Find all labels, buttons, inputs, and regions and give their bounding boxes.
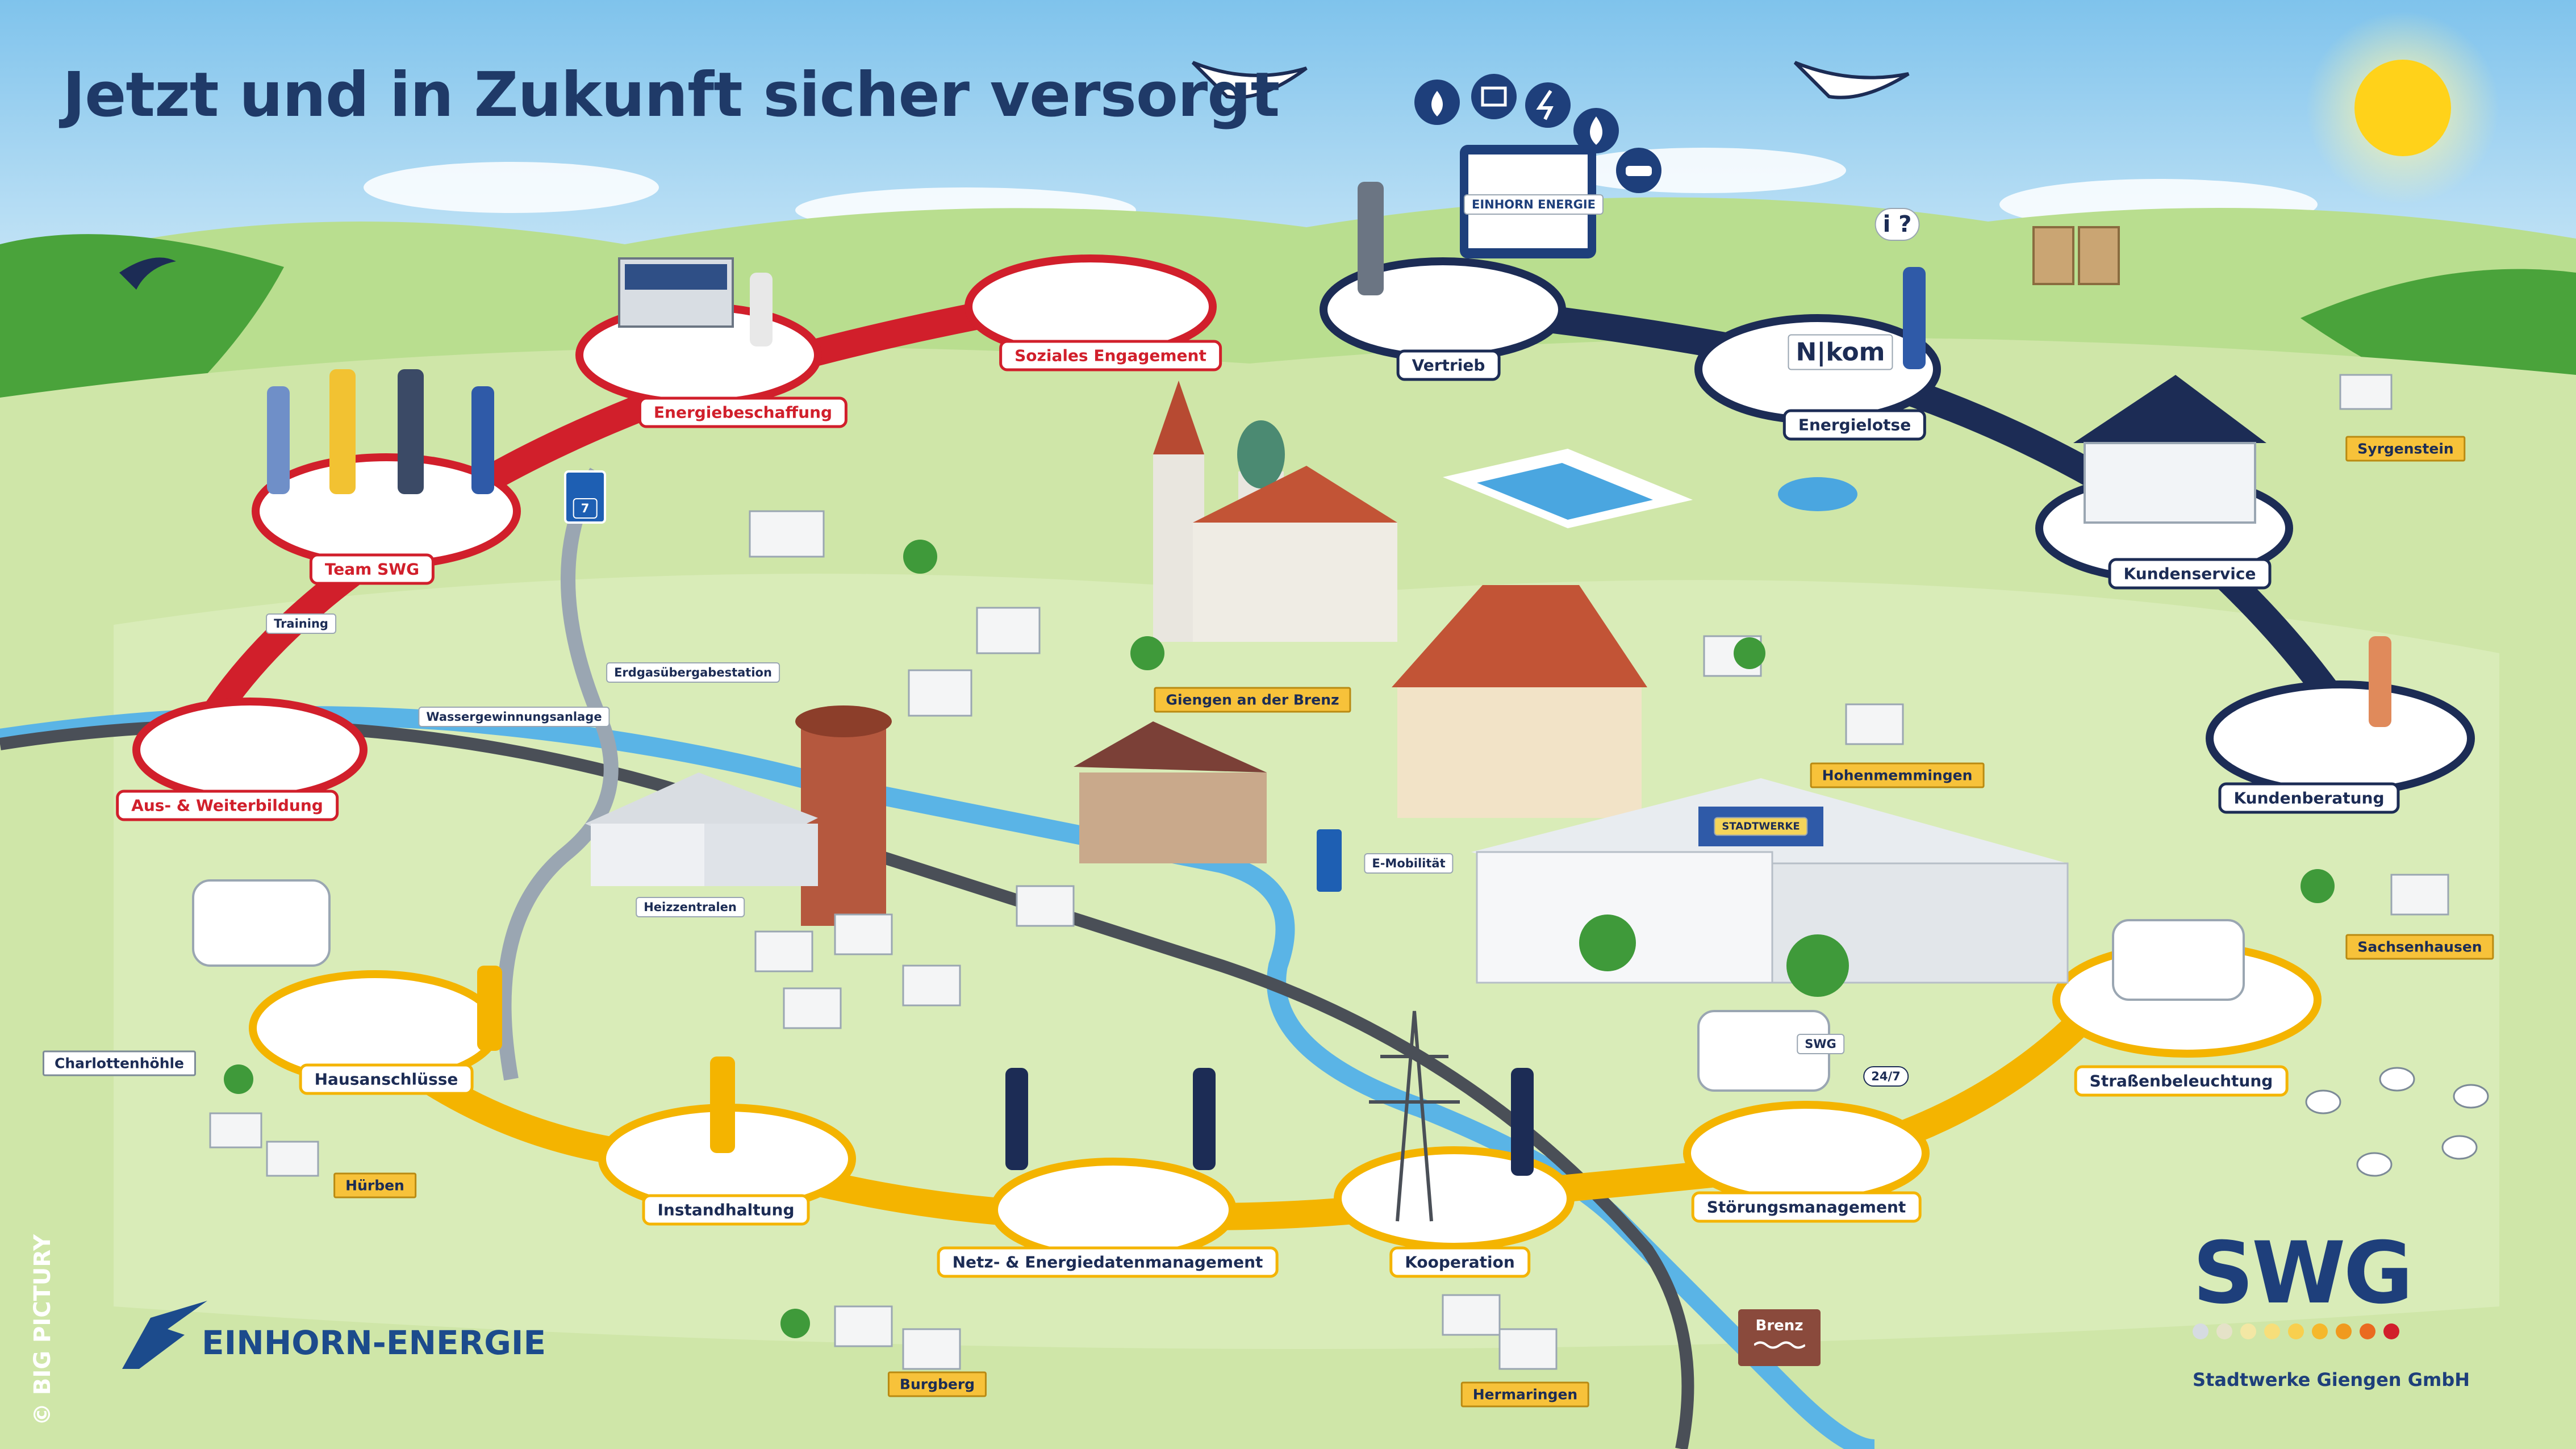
- place-syrgenstein: Syrgenstein: [2345, 436, 2466, 462]
- place-hermaringen: Hermaringen: [1460, 1381, 1590, 1408]
- wave-icon: [1753, 1341, 1805, 1349]
- swimming-pool: [1443, 449, 1857, 528]
- station-aus-weiterbildung[interactable]: Aus- & Weiterbildung: [116, 790, 339, 821]
- swg-logo: SWG: [2193, 1224, 2414, 1323]
- label-training: Training: [266, 613, 336, 634]
- brenz-river-sign: Brenz: [1738, 1309, 1821, 1366]
- road-main: [0, 719, 1694, 1449]
- house-kundenservice: [2073, 375, 2266, 524]
- station-soziales-engagement[interactable]: Soziales Engagement: [999, 340, 1222, 371]
- label-wassergewinnungsanlage: Wassergewinnungsanlage: [418, 707, 610, 727]
- station-energiebeschaffung[interactable]: Energiebeschaffung: [638, 396, 848, 428]
- train-station: [1074, 721, 1267, 863]
- road-autobahn: [496, 467, 619, 1081]
- einhorn-brand: EINHORN-ENERGIE: [202, 1323, 546, 1362]
- hotline-badge: 24/7: [1863, 1066, 1909, 1087]
- station-instandhaltung[interactable]: Instandhaltung: [642, 1194, 810, 1226]
- station-kundenberatung[interactable]: Kundenberatung: [2218, 782, 2400, 814]
- church-giengen: [1153, 381, 1397, 642]
- swallow-icon: [119, 257, 176, 290]
- place-charlottenhoehle: Charlottenhöhle: [42, 1050, 197, 1076]
- stadtwerke-sign: STADTWERKE: [1714, 817, 1808, 836]
- power-pylon: [1369, 1010, 1460, 1222]
- stork-icons: [1191, 61, 1910, 99]
- station-kundenservice[interactable]: Kundenservice: [2108, 558, 2272, 590]
- einhorn-logo-icon: [122, 1301, 207, 1369]
- label-e-mobilitaet: E-Mobilität: [1364, 853, 1454, 874]
- info-icons: i ?: [1874, 208, 1920, 241]
- station-team-swg[interactable]: Team SWG: [309, 553, 435, 585]
- sheep: [2305, 1067, 2489, 1177]
- label-erdgasuebergabestation: Erdgasübergabestation: [606, 662, 780, 683]
- page-title: Jetzt und in Zukunft sicher versorgt: [62, 60, 1280, 131]
- station-kooperation[interactable]: Kooperation: [1389, 1246, 1530, 1278]
- trees: [224, 540, 2335, 1338]
- station-energielotse[interactable]: Energielotse: [1782, 409, 1927, 441]
- ev-charger: [1317, 829, 1342, 892]
- town-hall: [1392, 585, 1647, 818]
- houses: [209, 374, 2449, 1370]
- people: [267, 182, 2391, 1176]
- swg-office: [1471, 778, 2069, 984]
- heizzentrale-building: [585, 772, 818, 886]
- swg-logo-dots: [2193, 1323, 2399, 1339]
- lightning-icon: [1525, 82, 1571, 128]
- swg-vans: [192, 879, 2245, 1092]
- autobahn-number: 7: [573, 498, 598, 519]
- station-stoerungsmanagement[interactable]: Störungsmanagement: [1691, 1191, 1922, 1223]
- swg-company-name: Stadtwerke Giengen GmbH: [2193, 1369, 2470, 1390]
- station-netz-energiedatenmanagement[interactable]: Netz- & Energiedatenmanagement: [937, 1246, 1279, 1278]
- place-burgberg: Burgberg: [887, 1371, 987, 1397]
- station-hausanschluesse[interactable]: Hausanschlüsse: [299, 1063, 474, 1095]
- van-brand-label: SWG: [1797, 1034, 1844, 1054]
- vertrieb-screen-brand: EINHORN ENERGIE: [1463, 194, 1604, 215]
- place-huerben: Hürben: [333, 1172, 416, 1199]
- station-strassenbeleuchtung[interactable]: Straßenbeleuchtung: [2074, 1065, 2289, 1097]
- place-hohenmemmingen: Hohenmemmingen: [1810, 762, 1985, 788]
- label-heizzentralen: Heizzentralen: [636, 897, 745, 917]
- place-sachsenhausen: Sachsenhausen: [2345, 934, 2494, 960]
- radiator-icon: [1471, 74, 1517, 119]
- place-giengen: Giengen an der Brenz: [1154, 687, 1351, 713]
- trading-desk: [618, 257, 734, 328]
- service-icon-row: [1414, 74, 1661, 193]
- brenz-label: Brenz: [1755, 1317, 1803, 1334]
- station-vertrieb[interactable]: Vertrieb: [1396, 349, 1501, 381]
- sun-icon: [2306, 11, 2499, 204]
- route-navy: [1419, 293, 2352, 718]
- nikom-sign: N|kom: [1788, 334, 1893, 370]
- route-red: [175, 282, 1093, 767]
- copyright-notice: © BIG PICTURY: [30, 1234, 56, 1426]
- beehives: [2032, 226, 2120, 285]
